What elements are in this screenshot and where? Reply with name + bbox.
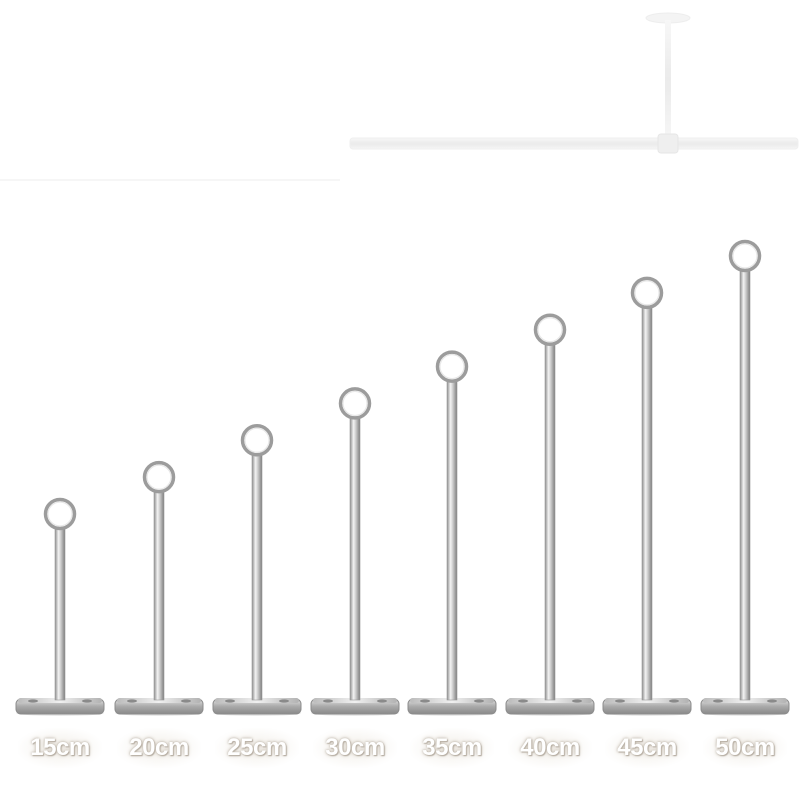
screw-hole bbox=[518, 699, 528, 703]
holder-ring bbox=[142, 460, 176, 494]
holder-base-top bbox=[313, 698, 397, 703]
faint-rail-illustration bbox=[0, 12, 799, 181]
size-label-50cm[interactable]: 50cm bbox=[703, 728, 787, 768]
holder-rod bbox=[544, 342, 556, 701]
size-label-25cm[interactable]: 25cm bbox=[215, 728, 299, 768]
holder-ring-highlight bbox=[634, 280, 660, 306]
holder-50cm bbox=[700, 239, 790, 716]
holder-base-top bbox=[410, 698, 494, 703]
screw-hole bbox=[82, 699, 92, 703]
screw-hole bbox=[767, 699, 777, 703]
holder-rod bbox=[446, 379, 458, 701]
size-label-30cm[interactable]: 30cm bbox=[313, 728, 397, 768]
size-label-20cm[interactable]: 20cm bbox=[117, 728, 201, 768]
holder-ring bbox=[338, 387, 372, 420]
holder-ring bbox=[630, 276, 664, 310]
holder-rod bbox=[349, 416, 361, 701]
screw-hole bbox=[127, 699, 137, 703]
holder-ring-highlight bbox=[146, 464, 172, 490]
holder-base-top bbox=[508, 698, 592, 703]
screw-hole bbox=[420, 699, 430, 703]
holder-base-top bbox=[215, 698, 299, 703]
screw-hole bbox=[713, 699, 723, 703]
holder-rod bbox=[54, 526, 66, 701]
holder-ring-highlight bbox=[732, 243, 758, 269]
holder-base-top bbox=[703, 698, 787, 703]
holder-ring-highlight bbox=[537, 317, 563, 343]
screw-hole bbox=[181, 699, 191, 703]
holder-rod bbox=[153, 489, 165, 701]
holder-base-top bbox=[605, 698, 689, 703]
screw-hole bbox=[669, 699, 679, 703]
screw-hole bbox=[572, 699, 582, 703]
holder-15cm bbox=[15, 497, 105, 716]
holder-40cm bbox=[505, 313, 595, 716]
holder-35cm bbox=[407, 350, 497, 716]
holder-30cm bbox=[310, 387, 400, 716]
size-label-40cm[interactable]: 40cm bbox=[508, 728, 592, 768]
holder-ring-highlight bbox=[244, 427, 270, 453]
holder-25cm bbox=[212, 424, 302, 716]
size-labels: 15cm 20cm 25cm 30cm 35cm 40cm 45cm 50cm bbox=[0, 728, 800, 772]
holder-ring bbox=[435, 350, 469, 383]
holder-ring-highlight bbox=[47, 501, 73, 527]
screw-hole bbox=[28, 699, 38, 703]
holder-20cm bbox=[114, 460, 204, 716]
holder-ring bbox=[728, 239, 762, 273]
size-label-45cm[interactable]: 45cm bbox=[605, 728, 689, 768]
holder-45cm bbox=[602, 276, 692, 716]
size-label-15cm[interactable]: 15cm bbox=[18, 728, 102, 768]
holder-ring-highlight bbox=[439, 353, 465, 380]
size-label-35cm[interactable]: 35cm bbox=[410, 728, 494, 768]
screw-hole bbox=[279, 699, 289, 703]
holder-ring-highlight bbox=[342, 390, 368, 417]
holder-rod bbox=[641, 305, 653, 701]
screw-hole bbox=[377, 699, 387, 703]
screw-hole bbox=[615, 699, 625, 703]
holder-ring bbox=[240, 424, 274, 457]
holder-rod bbox=[251, 452, 263, 701]
screw-hole bbox=[474, 699, 484, 703]
screw-hole bbox=[225, 699, 235, 703]
holder-ring bbox=[43, 497, 77, 531]
holder-base-top bbox=[18, 698, 102, 703]
holder-base-top bbox=[117, 698, 201, 703]
holder-ring bbox=[533, 313, 567, 346]
screw-hole bbox=[323, 699, 333, 703]
holder-rod bbox=[739, 268, 751, 701]
